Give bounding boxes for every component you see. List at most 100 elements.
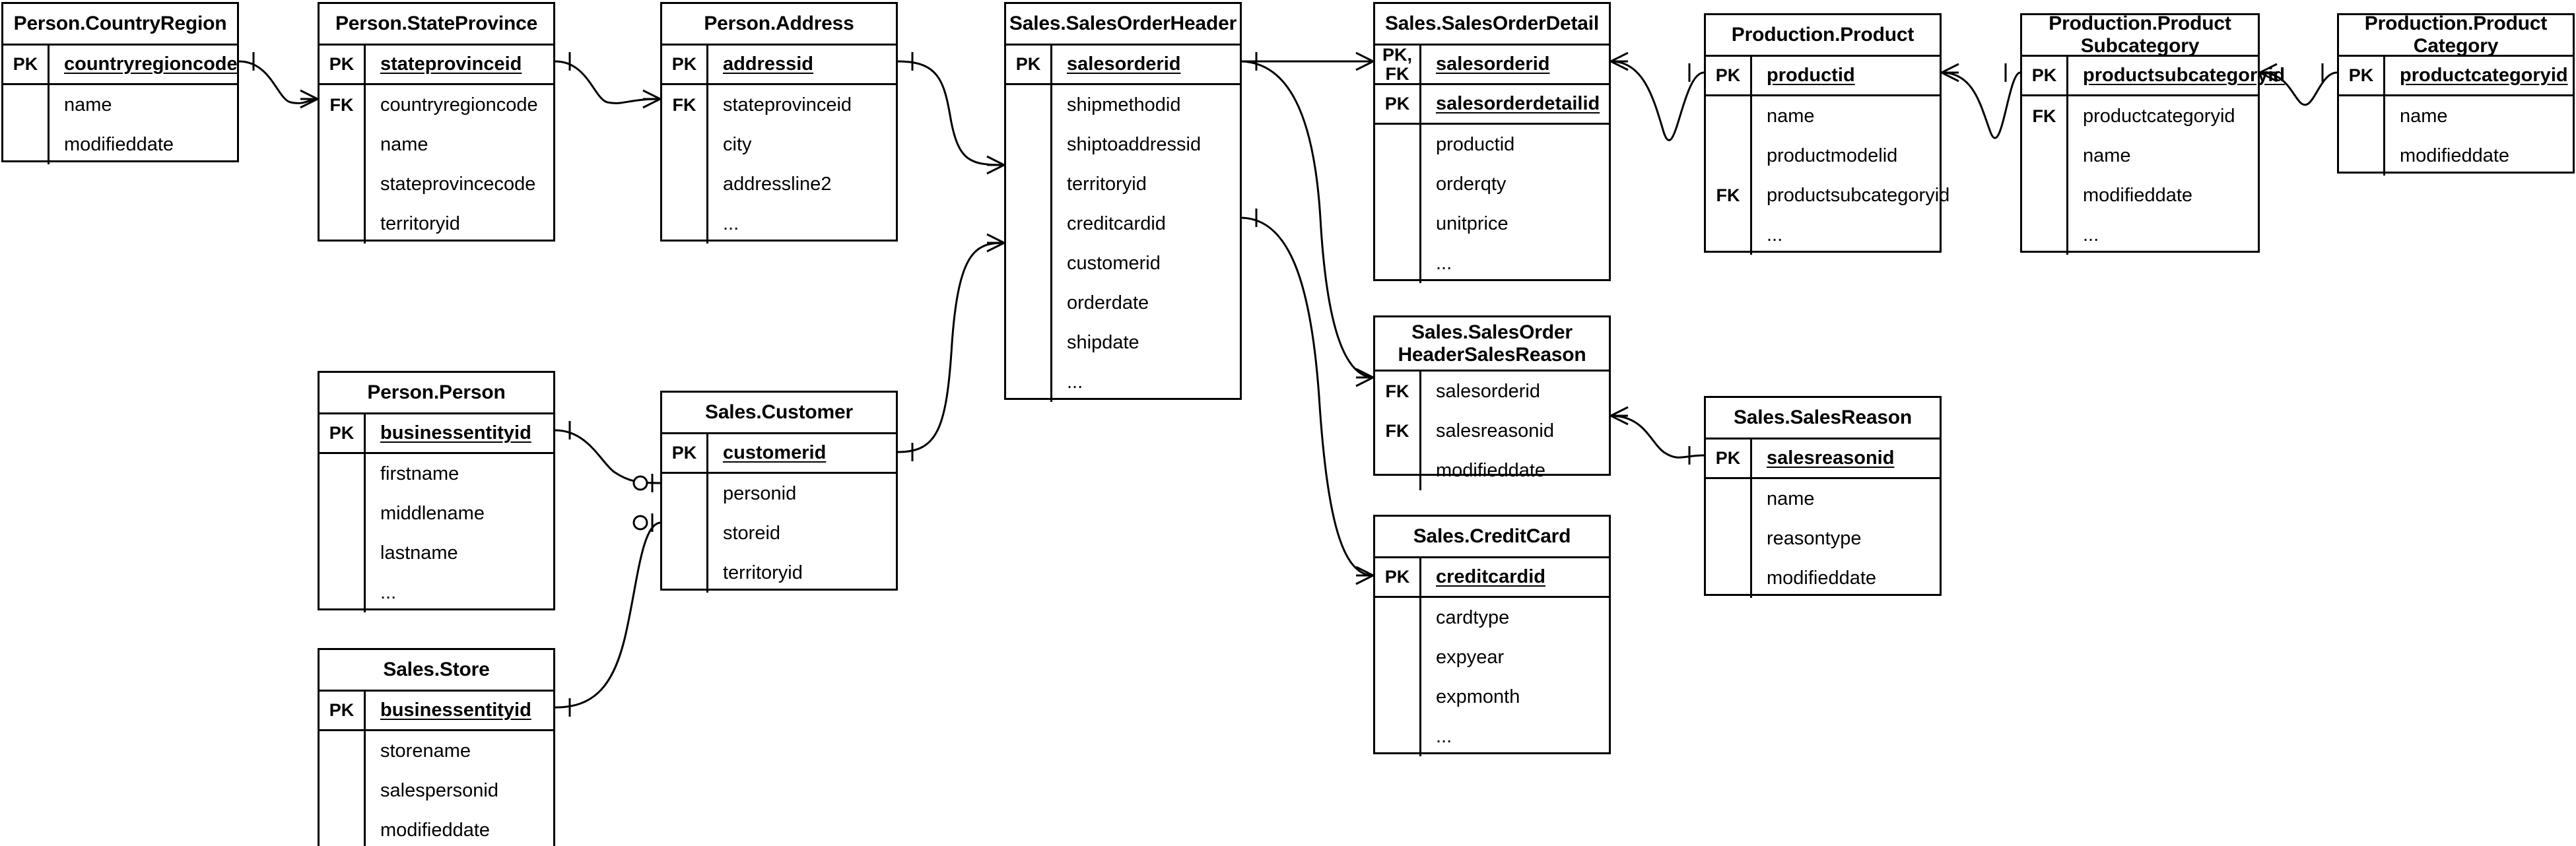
attribute-name: city: [723, 133, 752, 155]
attribute-row: ...: [1006, 362, 1240, 402]
key-marker: [3, 125, 50, 164]
attribute-row: addressline2: [662, 164, 896, 204]
relationship-line: [555, 521, 661, 709]
attribute-row: productid: [1375, 125, 1609, 164]
attribute-row: ...: [1375, 244, 1609, 283]
attribute-row: stateprovincecode: [320, 164, 553, 204]
attribute-name: modifieddate: [1767, 567, 1877, 589]
key-marker: [1006, 164, 1052, 204]
attribute-name: ...: [1067, 371, 1083, 393]
key-marker: [2022, 136, 2068, 176]
relationship-salesorderdetail-product: [1610, 51, 1705, 141]
attribute-row: expmonth: [1375, 677, 1609, 717]
key-marker: PK: [1375, 85, 1421, 123]
attribute-name: modifieddate: [64, 133, 174, 155]
attribute-name: productsubcategoryid: [1767, 184, 1950, 206]
attribute-row: territoryid: [662, 553, 896, 593]
attribute-row: orderdate: [1006, 283, 1240, 323]
cardinality-source-many: [1941, 63, 1959, 82]
key-marker: [1006, 204, 1052, 244]
attribute-name: modifieddate: [2400, 145, 2510, 166]
attribute-name: salesorderid: [1436, 380, 1540, 402]
attribute-name: territoryid: [1067, 173, 1147, 195]
key-marker: [1375, 244, 1421, 283]
key-marker: PK: [3, 46, 50, 83]
key-marker: [3, 85, 50, 125]
key-marker: [320, 125, 366, 164]
attribute-row: middlename: [320, 494, 553, 533]
cardinality-target-many: [986, 233, 1005, 253]
cardinality-source-many: [1610, 406, 1629, 426]
key-marker: [1706, 479, 1752, 519]
key-marker: [320, 494, 366, 533]
attribute-name: customerid: [723, 442, 827, 463]
attribute-name: shipdate: [1067, 331, 1139, 353]
key-marker: [2022, 215, 2068, 255]
attribute-name: salesorderid: [1067, 53, 1181, 75]
key-marker: [320, 164, 366, 204]
attribute-name: modifieddate: [2083, 184, 2193, 206]
attribute-name: firstname: [380, 463, 459, 484]
key-marker: [662, 513, 708, 553]
attribute-name: creditcardid: [1067, 212, 1166, 234]
key-marker: [320, 454, 366, 494]
attribute-name: salesorderid: [1436, 53, 1550, 75]
key-marker: [1706, 215, 1752, 255]
entity-title: Person.Address: [662, 4, 896, 46]
key-marker: [1706, 96, 1752, 136]
key-marker: [1706, 519, 1752, 558]
attribute-name: unitprice: [1436, 212, 1508, 234]
key-marker: [320, 731, 366, 771]
relationship-line: [897, 60, 1005, 166]
attribute-name: productmodelid: [1767, 145, 1898, 166]
relationship-salesorderheader-salesorderdetail: [1242, 51, 1374, 71]
key-marker: PK: [1375, 558, 1421, 596]
key-marker: FK: [320, 85, 366, 125]
attribute-name: productcategoryid: [2400, 65, 2568, 86]
attribute-name: customerid: [1067, 252, 1161, 274]
relationship-line: [1241, 216, 1374, 577]
attribute-name: reasontype: [1767, 527, 1862, 549]
attribute-name: shipmethodid: [1067, 94, 1181, 115]
attribute-name: name: [380, 133, 428, 155]
relationship-product-productsubcategory: [1941, 63, 2021, 139]
attribute-row: territoryid: [320, 204, 553, 244]
attribute-name: ...: [1436, 252, 1452, 274]
attribute-name: salesorderdetailid: [1436, 93, 1600, 114]
entity-title: Sales.SalesReason: [1706, 398, 1940, 439]
key-marker: FK: [662, 85, 708, 125]
entity-title: Sales.SalesOrderDetail: [1375, 4, 1609, 46]
attribute-row-key: PK salesorderdetailid: [1375, 85, 1609, 125]
relationship-customer-salesorderheader: [897, 233, 1005, 461]
attribute-name: salesreasonid: [1436, 420, 1554, 441]
attribute-row: orderqty: [1375, 164, 1609, 204]
key-marker: [1706, 136, 1752, 176]
attribute-name: modifieddate: [380, 819, 491, 841]
attribute-name: name: [2083, 145, 2131, 166]
key-marker: FK: [2022, 96, 2068, 136]
